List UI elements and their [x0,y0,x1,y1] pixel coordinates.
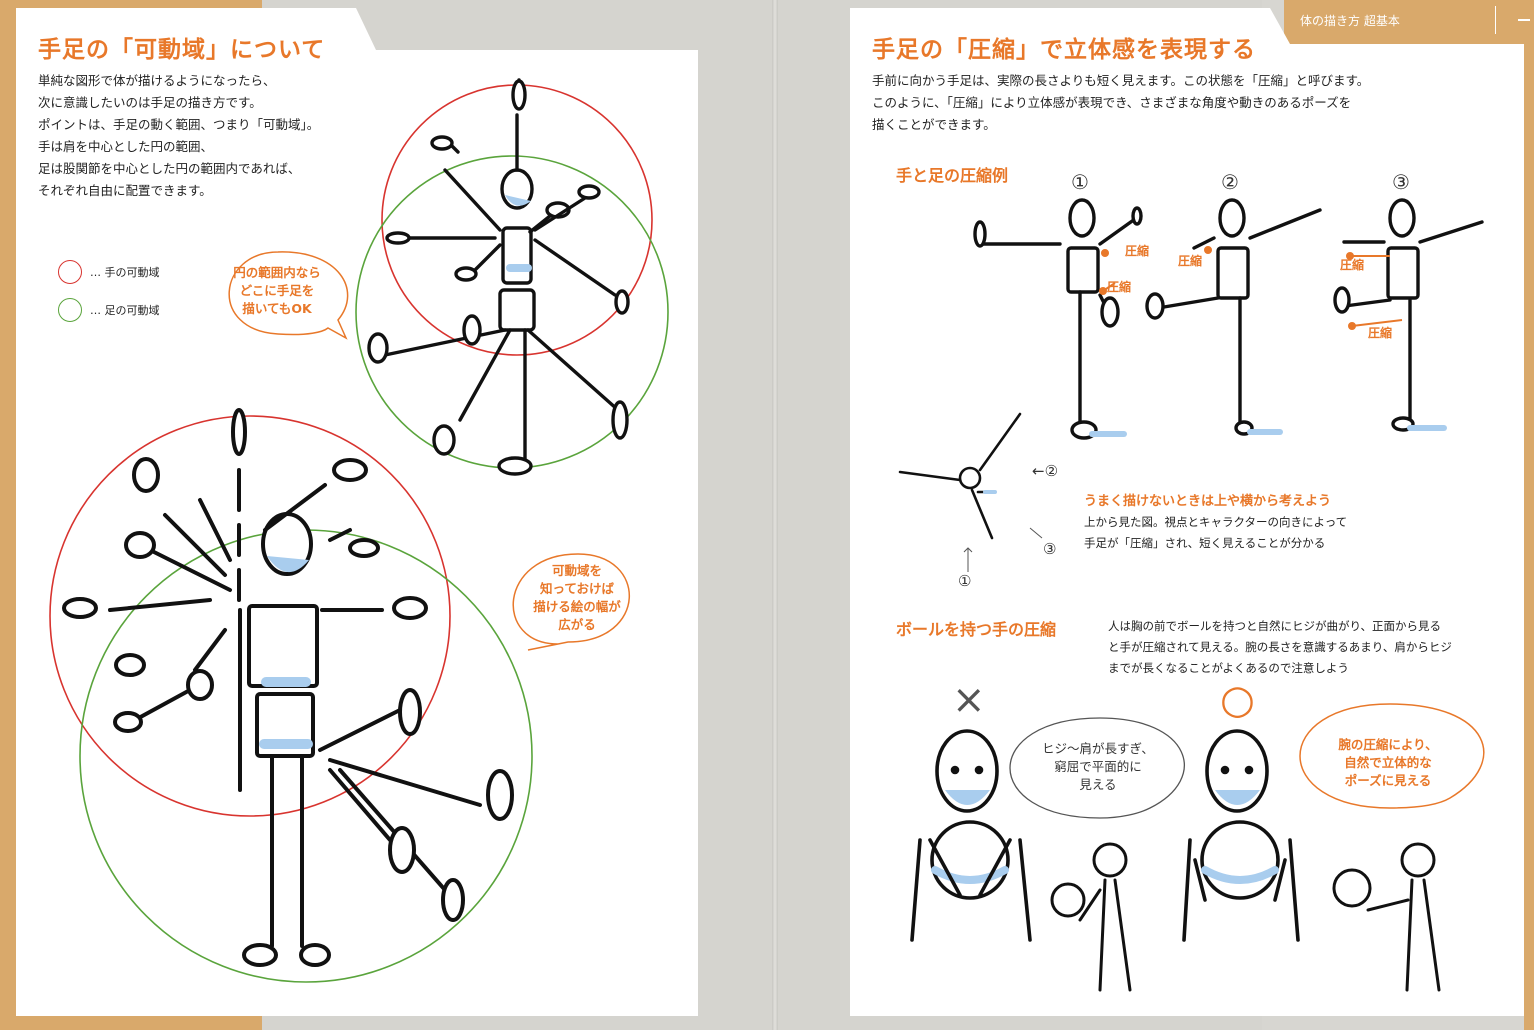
compression-markers [1099,246,1403,330]
top-view-mark-3: ③ [1043,540,1057,558]
hand-range-circle-large [49,415,451,817]
left-page-title: 手足の「可動域」について [38,37,326,63]
legend-foot-range: … 足の可動域 [58,298,160,322]
top-view-mark-1: ① [958,572,972,590]
running-head-divider [1495,6,1496,34]
legend-foot-label: … 足の可動域 [90,304,160,317]
running-head: 体の描き方 超基本 [1300,6,1530,34]
example-number-2: ② [1221,170,1239,194]
example-number-1: ① [1071,170,1089,194]
bubble-bad-text: ヒジ～肩が長すぎ、 窮屈で平面的に 見える [1042,741,1154,792]
example-number-3: ③ [1392,170,1410,194]
compression-figure-2 [1145,198,1322,436]
speech-bubble-good [1299,703,1485,809]
right-page-title: 手足の「圧縮」で立体感を表現する [872,37,1256,63]
compression-tag: 圧縮 [1125,244,1150,258]
top-view-note-title: うまく描けないときは上や横から考えよう [1084,494,1332,509]
bad-ball-figure [910,729,1032,942]
section-ball-body: 人は胸の前でボールを持つと自然にヒジが曲がり、正面から見る と手が圧縮されて見え… [1108,619,1452,675]
page-marker-dash [1518,19,1530,21]
bubble-range-text: 円の範囲内なら どこに手足を 描いてもOK [233,265,321,316]
left-intro-paragraph: 単純な図形で体が描けるようになったら、 次に意識したいのは手足の描き方です。 ポ… [38,73,320,198]
green-circle-icon [58,298,82,322]
compression-tag: 圧縮 [1368,326,1393,340]
legend-hand-range: … 手の可動域 [58,260,160,284]
lower-range-figure [62,408,514,967]
top-view-mark-2: ←② [1032,462,1059,480]
bubble-good-text: 腕の圧縮により、 自然で立体的な ポーズに見える [1338,737,1438,788]
book-cover-edge-right [1284,0,1534,44]
running-head-text: 体の描き方 超基本 [1300,13,1400,28]
right-intro-paragraph: 手前に向かう手足は、実際の長さよりも短く見えます。この状態を「圧縮」と呼びます。… [872,73,1370,132]
bad-example-mark: × [952,677,986,723]
speech-bubble-range [228,251,349,340]
good-example-mark: ○ [1220,677,1255,723]
section-compression-examples-title: 手と足の圧縮例 [896,166,1009,185]
compression-figure-3 [1333,198,1484,432]
good-ball-figure [1182,729,1300,942]
legend-hand-label: … 手の可動域 [90,266,160,279]
top-view-figure [898,412,1022,540]
bad-ball-side-figure [1050,842,1132,992]
left-page [16,8,698,1016]
compression-tag: 圧縮 [1340,258,1365,272]
speech-bubble-range-knowledge [512,553,630,651]
book-cover-edge-right-side [1524,44,1534,1030]
speech-bubble-bad [1009,717,1185,819]
good-ball-side-figure [1332,842,1441,992]
book-gutter [772,0,778,1030]
top-view-arrows [963,527,1043,572]
top-view-note-body: 上から見た図。視点とキャラクターの向きによって 手足が「圧縮」され、短く見えるこ… [1084,515,1348,550]
red-circle-icon [58,260,82,284]
section-ball-title: ボールを持つ手の圧縮 [896,620,1057,639]
compression-figure-1 [973,198,1143,440]
bubble-knowledge-text: 可動域を 知っておけば 描ける絵の幅が 広がる [533,563,621,632]
compression-tag: 圧縮 [1178,254,1203,268]
upper-range-figure [367,78,630,476]
